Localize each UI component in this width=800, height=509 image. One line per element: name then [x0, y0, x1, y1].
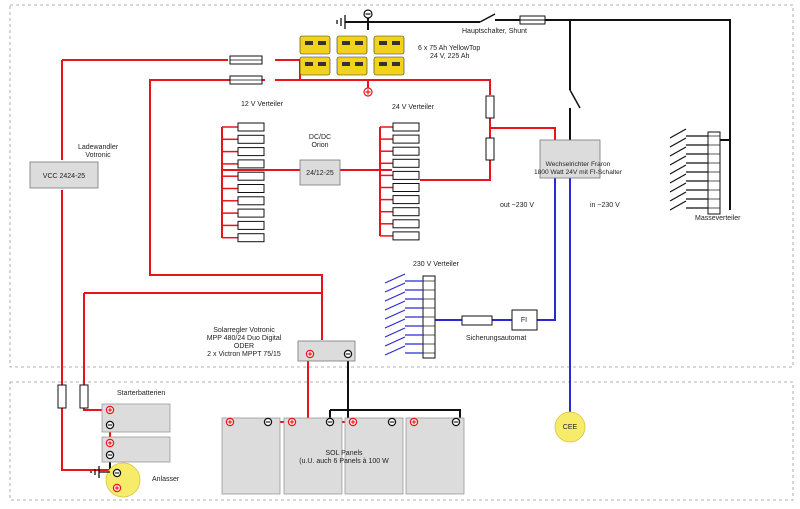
starter-label: Anlasser [152, 476, 180, 483]
out-230-label: out ~230 V [500, 202, 534, 209]
switch-icon [669, 191, 687, 202]
switch-icon [384, 309, 406, 320]
fuse-icon [237, 184, 265, 193]
distributor-24v-label: 24 V Verteiler [392, 104, 435, 111]
fuse-icon [237, 171, 265, 181]
in-230-label: in ~230 V [590, 202, 620, 209]
switch-icon [669, 173, 687, 184]
switch-icon [669, 182, 687, 193]
dcdc-converter [299, 159, 341, 186]
solar-panel [344, 417, 404, 495]
switch-icon [384, 318, 406, 329]
fuse-icon [79, 384, 89, 409]
fuse-icon [237, 159, 265, 169]
switch-icon [669, 146, 687, 157]
switch-icon [384, 300, 406, 311]
fi-label: FI [521, 317, 527, 324]
switch-icon [669, 128, 687, 139]
ground-icon [336, 15, 346, 29]
solar-panel [283, 417, 343, 495]
vehicle-interior-frame [9, 4, 794, 368]
fuse-icon [237, 147, 265, 157]
charger-box-label: VCC 2424-25 [43, 173, 86, 180]
switch-icon [384, 273, 406, 284]
main-switch-label: Hauptschalter, Shunt [462, 28, 527, 35]
switch-icon [384, 345, 406, 356]
switch-icon [384, 336, 406, 347]
ac-wires [435, 175, 571, 415]
cee-label: CEE [563, 424, 578, 431]
fuse-icon [392, 183, 420, 192]
switch-icon [384, 282, 406, 293]
fuse-icon [392, 195, 420, 205]
inverter-box [539, 139, 601, 179]
ground-distributor-label: Masseverteiler [695, 215, 741, 222]
fuse-icon [237, 122, 265, 132]
switch-icon [669, 200, 687, 211]
fuse-icon [237, 233, 265, 243]
fuse-icon [392, 146, 420, 156]
switch-icon [669, 155, 687, 166]
fi-switch [511, 309, 538, 331]
fuse-icon [237, 208, 265, 218]
switch-icon [479, 13, 496, 23]
terminals [105, 349, 461, 493]
fuse-icon [392, 219, 420, 229]
circuit-breaker-label: Sicherungsautomat [466, 335, 526, 342]
switch-icon [669, 137, 687, 148]
switch-icon [384, 291, 406, 302]
fuse-icon [392, 158, 420, 168]
starter-batteries-label: Starterbatterien [117, 390, 165, 397]
battery-icon [299, 35, 405, 76]
cee-marker [554, 411, 586, 443]
switch-icon [569, 89, 581, 109]
negative-wires [109, 14, 731, 470]
vehicle-exterior-frame [9, 381, 794, 501]
fuse-icon [392, 122, 420, 132]
distributor-12v-label: 12 V Verteiler [241, 101, 284, 108]
switch-icon [669, 164, 687, 175]
circuit-breaker [461, 315, 493, 326]
fuse-icon [237, 134, 265, 144]
starter-marker [105, 462, 141, 498]
charger-box [29, 161, 99, 189]
fuse-icon [237, 196, 265, 206]
ground-distributor [669, 128, 730, 215]
fuse-icon [485, 137, 495, 161]
fuse-icon [392, 231, 420, 241]
fuse-icon [237, 220, 265, 230]
battery-bank [299, 9, 405, 97]
fuse-icon [57, 384, 67, 409]
switch-icon [384, 327, 406, 338]
fuse-icon [392, 170, 420, 180]
fuse-icon [392, 134, 420, 144]
fuse-icon [485, 95, 495, 119]
distributor-12v [221, 122, 265, 243]
distributor-230v [384, 273, 436, 359]
solar-panels-label: SOL Panels(u.U. auch 6 Panels à 100 W [299, 450, 389, 465]
fuse-icon [392, 207, 420, 217]
ground-icon [90, 466, 110, 478]
dcdc-box-label: 24/12-25 [306, 170, 334, 177]
solar-panel [221, 417, 281, 495]
distributor-230v-label: 230 V Verteiler [413, 261, 460, 268]
distributor-24v [379, 122, 420, 241]
solar-panel [405, 417, 465, 495]
